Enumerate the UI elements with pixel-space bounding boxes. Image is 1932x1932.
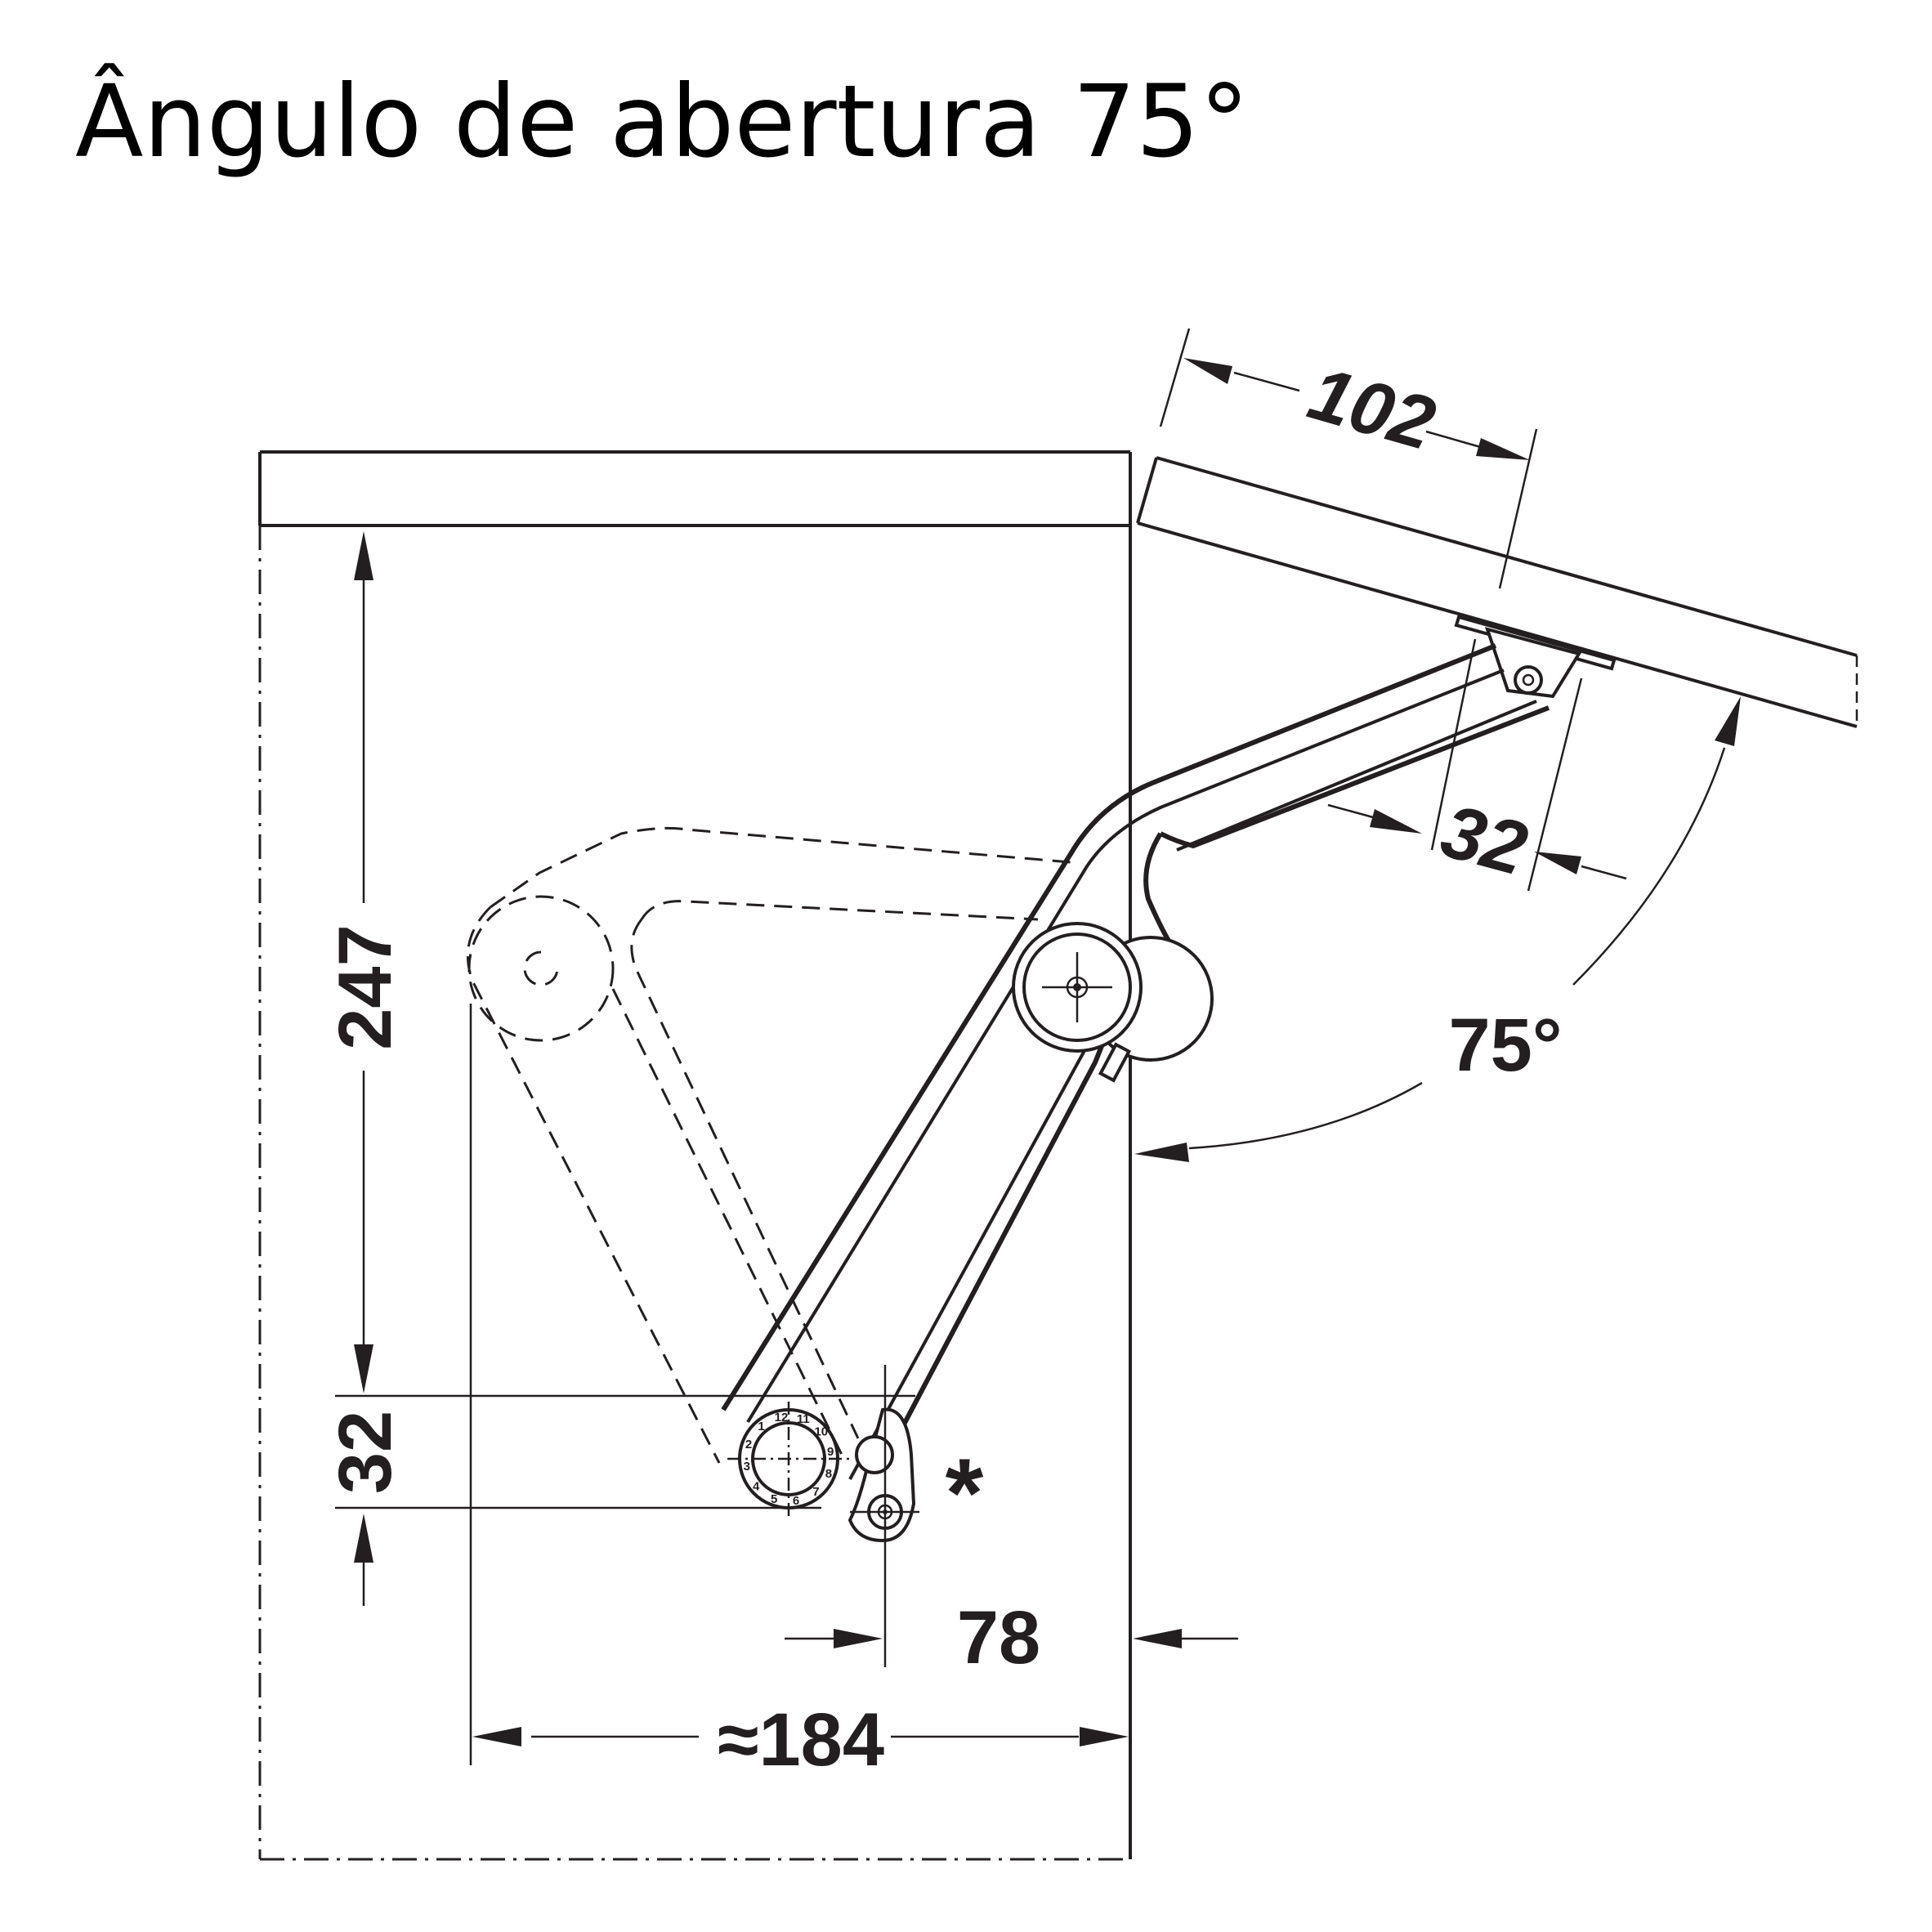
page-title: Ângulo de abertura 75°	[75, 64, 1250, 180]
dim-label-247: 247	[324, 924, 407, 1050]
open-flap	[1136, 456, 1858, 728]
dial-number: 5	[771, 1492, 777, 1506]
dim-mount-height-32: 32	[324, 1394, 915, 1606]
dim-label-102: 102	[1300, 351, 1444, 466]
arm-closed-position	[466, 826, 1071, 1464]
main-arm	[721, 643, 1550, 1497]
dim-label-32-vertical: 32	[324, 1411, 407, 1494]
dial-number: 6	[793, 1494, 799, 1508]
dial-number: 1	[758, 1420, 764, 1433]
dim-label-184: ≈184	[718, 1698, 884, 1782]
pivot-joint	[1012, 922, 1214, 1083]
dial-number: 2	[745, 1438, 752, 1451]
dial-number: 12	[775, 1411, 789, 1424]
dim-label-32-flap: 32	[1433, 789, 1535, 892]
dial-number: 9	[827, 1445, 834, 1459]
dim-label-75: 75°	[1448, 1004, 1562, 1087]
flap-mounting-plate	[1454, 615, 1617, 699]
dial-numbers: 12 11 10 9 876 543 21	[744, 1411, 834, 1508]
dim-hinge-offset-32: 32	[1327, 638, 1627, 892]
dial-number: 10	[814, 1425, 828, 1439]
dim-depth-78: 78	[785, 1365, 1238, 1679]
dial-number: 11	[797, 1412, 810, 1426]
adjuster-dial: 12 11 10 9 876 543 21	[727, 1402, 854, 1516]
dim-height-247: 247	[324, 531, 407, 1393]
dial-number: 3	[744, 1460, 750, 1474]
cabinet-top-panel	[258, 450, 1132, 527]
dial-number: 4	[753, 1479, 760, 1493]
dim-overall-184: ≈184	[469, 1004, 1129, 1782]
dim-angle-75: 75°	[1134, 696, 1741, 1162]
note-asterisk: *	[946, 1438, 984, 1548]
dim-label-78: 78	[957, 1596, 1040, 1679]
dial-number: 8	[825, 1467, 832, 1481]
dial-number: 7	[812, 1485, 819, 1499]
